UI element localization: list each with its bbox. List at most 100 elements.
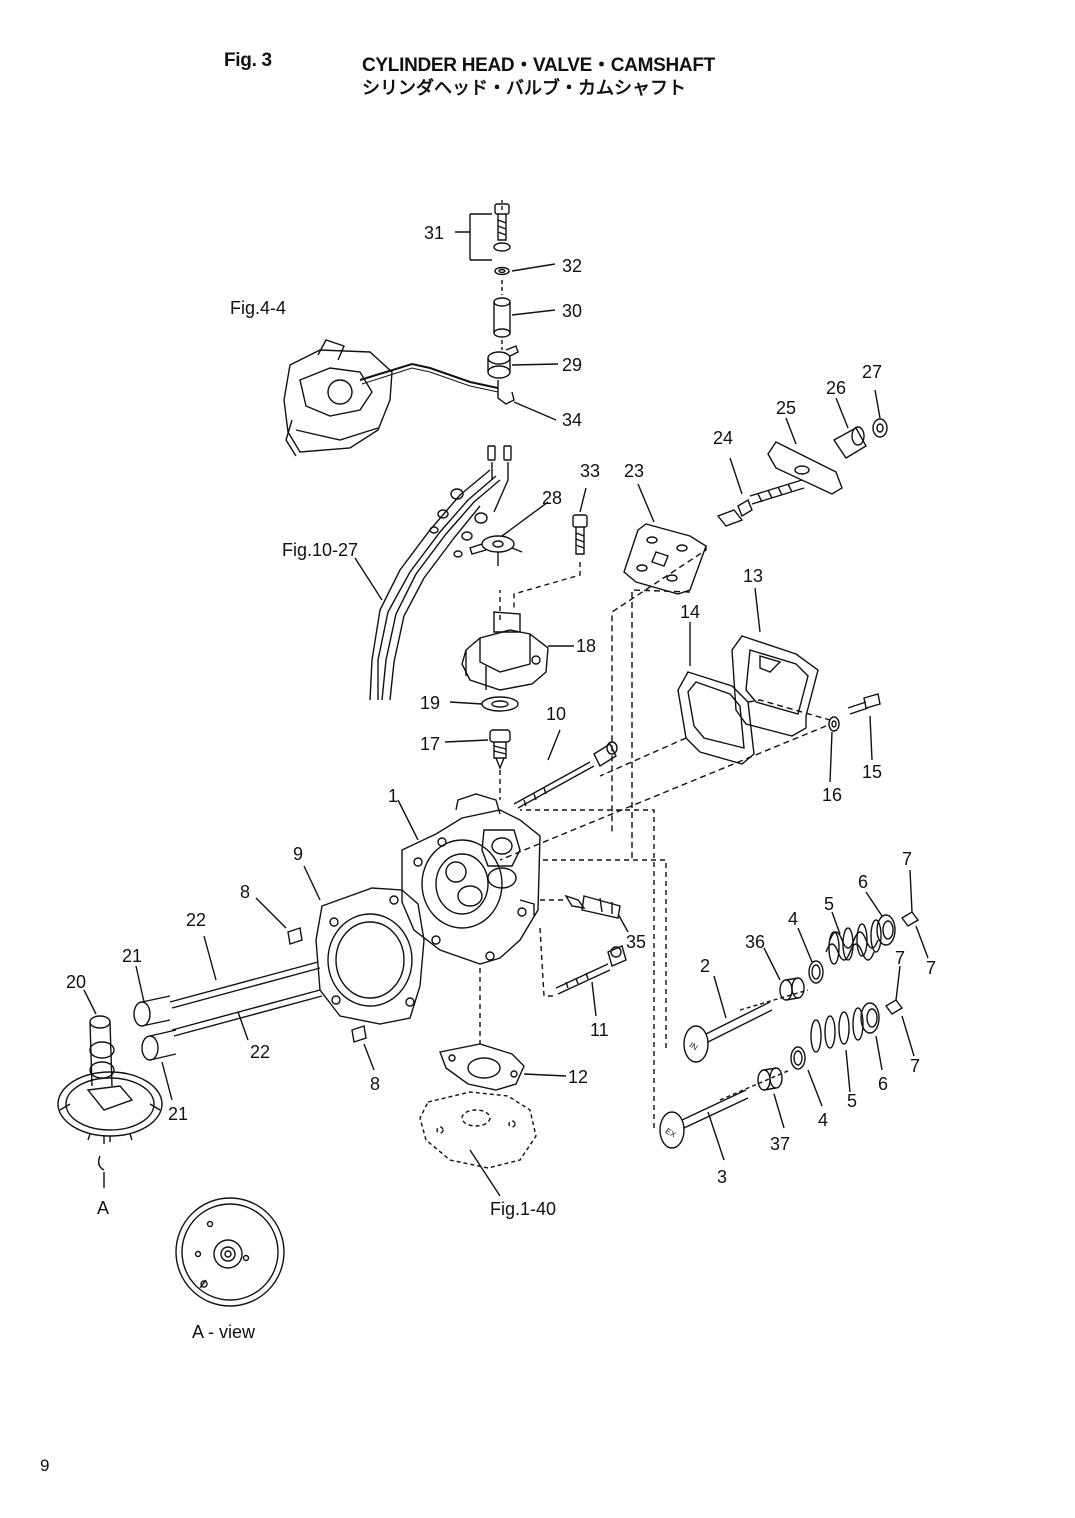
valve-guide-36 <box>779 977 805 1001</box>
callout-37: 37 <box>770 1134 790 1154</box>
pushrod-22 <box>169 961 323 1037</box>
intake-valve-2 <box>683 1001 773 1063</box>
callout-21: 21 <box>168 1104 188 1124</box>
page-number: 9 <box>40 1456 50 1475</box>
collar-30 <box>493 297 511 338</box>
callout-26: 26 <box>826 378 846 398</box>
valve-spring-5 <box>810 919 882 1053</box>
callout-15: 15 <box>862 762 882 782</box>
callout-labels: 1 2 3 4 4 5 5 6 6 7 7 7 7 8 8 9 10 11 12… <box>66 223 936 1342</box>
lever-28 <box>469 535 523 566</box>
callout-1: 1 <box>388 786 398 806</box>
cylinder-head-1 <box>401 793 541 965</box>
valve-mark-in: IN <box>688 1040 700 1052</box>
callout-12: 12 <box>568 1067 588 1087</box>
callout-14: 14 <box>680 602 700 622</box>
callout-8: 8 <box>240 882 250 902</box>
callout-36: 36 <box>745 932 765 952</box>
leader-31 <box>455 213 492 261</box>
callout-3: 3 <box>717 1167 727 1187</box>
callout-4: 4 <box>788 909 798 929</box>
callout-29: 29 <box>562 355 582 375</box>
cap-27 <box>872 418 888 438</box>
gasket-19 <box>481 696 519 712</box>
bolt-33 <box>572 514 588 555</box>
spark-plug-35 <box>564 894 621 919</box>
callout-7: 7 <box>926 958 936 978</box>
callout-7: 7 <box>895 948 905 968</box>
callout-32: 32 <box>562 256 582 276</box>
callout-30: 30 <box>562 301 582 321</box>
bracket-18 <box>461 611 549 691</box>
callout-33: 33 <box>580 461 600 481</box>
a-view-drawing <box>175 1197 285 1307</box>
head-gasket-9 <box>315 887 425 1025</box>
callout-22: 22 <box>186 910 206 930</box>
callout-6: 6 <box>858 872 868 892</box>
callout-8: 8 <box>370 1074 380 1094</box>
head-cover-13 <box>731 635 819 737</box>
lever-29 <box>487 345 519 379</box>
callout-24: 24 <box>713 428 733 448</box>
plate-12 <box>439 1043 525 1091</box>
view-marker-a: A <box>97 1198 109 1218</box>
callout-27: 27 <box>862 362 882 382</box>
crankcase-ref-fig1-40 <box>419 1091 537 1169</box>
figure-number: Fig. 3 <box>224 50 272 71</box>
link-34 <box>497 380 515 405</box>
gasket-14 <box>677 671 755 765</box>
callout-7: 7 <box>902 849 912 869</box>
callout-21: 21 <box>122 946 142 966</box>
callout-5: 5 <box>824 894 834 914</box>
figure-title-jp: シリンダヘッド・バルブ・カムシャフト <box>362 78 686 99</box>
carburetor-drawing <box>283 339 499 457</box>
dowel-pin-8 <box>287 927 367 1043</box>
callout-23: 23 <box>624 461 644 481</box>
wire-harness <box>369 445 512 701</box>
callout-17: 17 <box>420 734 440 754</box>
callout-10: 10 <box>546 704 566 724</box>
view-label-a: A - view <box>192 1322 256 1342</box>
bolt-11 <box>555 945 627 995</box>
tappet-21 <box>133 995 177 1061</box>
figure-title-en: CYLINDER HEAD・VALVE・CAMSHAFT <box>362 55 715 76</box>
callout-28: 28 <box>542 488 562 508</box>
ref-fig1-40: Fig.1-40 <box>490 1199 556 1219</box>
callout-35: 35 <box>626 932 646 952</box>
stud-24 <box>716 479 805 527</box>
callout-2: 2 <box>700 956 710 976</box>
callout-34: 34 <box>562 410 582 430</box>
sensor-17 <box>489 729 511 770</box>
callout-22: 22 <box>250 1042 270 1062</box>
valve-mark-ex: EX <box>664 1126 678 1139</box>
valve-guide-37 <box>757 1067 783 1091</box>
bolt-31 <box>493 203 511 252</box>
callout-4: 4 <box>818 1110 828 1130</box>
callout-18: 18 <box>576 636 596 656</box>
camshaft-20 <box>57 1015 163 1144</box>
callout-13: 13 <box>743 566 763 586</box>
callout-9: 9 <box>293 844 303 864</box>
washer-32 <box>494 266 510 276</box>
bolt-10 <box>513 741 618 809</box>
callout-31: 31 <box>424 223 444 243</box>
callout-20: 20 <box>66 972 86 992</box>
washer-16 <box>828 716 840 732</box>
callout-6: 6 <box>878 1074 888 1094</box>
callout-19: 19 <box>420 693 440 713</box>
callout-5: 5 <box>847 1091 857 1111</box>
callout-7: 7 <box>910 1056 920 1076</box>
exhaust-valve-3 <box>659 1089 749 1149</box>
bolt-15 <box>847 693 881 715</box>
ref-fig10-27: Fig.10-27 <box>282 540 358 560</box>
plate-23 <box>623 523 707 595</box>
valve-seal-4 <box>790 960 824 1070</box>
ref-fig4-4: Fig.4-4 <box>230 298 286 318</box>
callout-25: 25 <box>776 398 796 418</box>
spring-cap-6 <box>860 914 896 1034</box>
retainer-7 <box>884 911 920 1015</box>
callout-11: 11 <box>590 1020 609 1040</box>
nut-26 <box>832 426 867 459</box>
plate-25 <box>767 441 843 495</box>
